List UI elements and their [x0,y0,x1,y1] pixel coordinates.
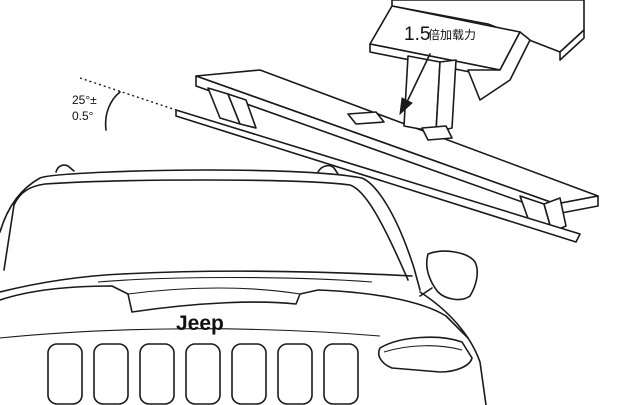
fixture-foot-pad-right [421,125,453,141]
crossbar-foot-left-inner [227,93,257,129]
front-fender [419,291,487,405]
fixture-column [403,55,441,133]
brand-logo: Jeep [176,312,224,335]
hood-bulge [127,287,301,295]
crossbar-foot-right-inner [543,197,567,233]
roof-rail-mount-right [317,164,339,175]
grille-slot [231,343,267,405]
roof-rail-mount-left [55,164,75,173]
mirror-stem [419,287,433,297]
fixture-side-bracket [467,31,531,101]
grille-slot [185,343,221,405]
angle-label-line1: 25°± [72,93,97,107]
side-mirror [425,250,478,301]
grille-slot [277,343,313,405]
crossbar-lower-rail [175,109,581,243]
roof-crossbar [175,69,599,243]
angle-arc [104,91,121,131]
grille-slot [323,343,359,405]
headlight [377,336,473,373]
vehicle-illustration: Jeep [0,164,487,405]
cowl-line-lower [97,276,373,283]
load-unit-label: 倍加载力 [428,27,476,42]
windshield-frame [0,169,421,291]
windshield-glass [3,179,409,281]
load-value-label: 1.5 [404,24,430,45]
grille-top-line [0,328,381,339]
grille-slot [139,343,175,405]
load-fixture: 1.5 倍加载力 [347,0,585,141]
headlight-inner [383,345,463,353]
hood-outline [0,285,469,339]
fixture-foot-pad-left [347,111,385,125]
fixture-column-side [435,59,457,133]
angle-label-line2: 0.5° [72,109,94,123]
grille [47,343,359,405]
arrow-down-left-icon [399,53,431,116]
grille-slot [47,343,83,405]
crossbar-front-face [195,75,557,215]
grille-slot [93,343,129,405]
cowl-line [0,270,413,293]
fixture-top-plate-edge [559,29,585,61]
